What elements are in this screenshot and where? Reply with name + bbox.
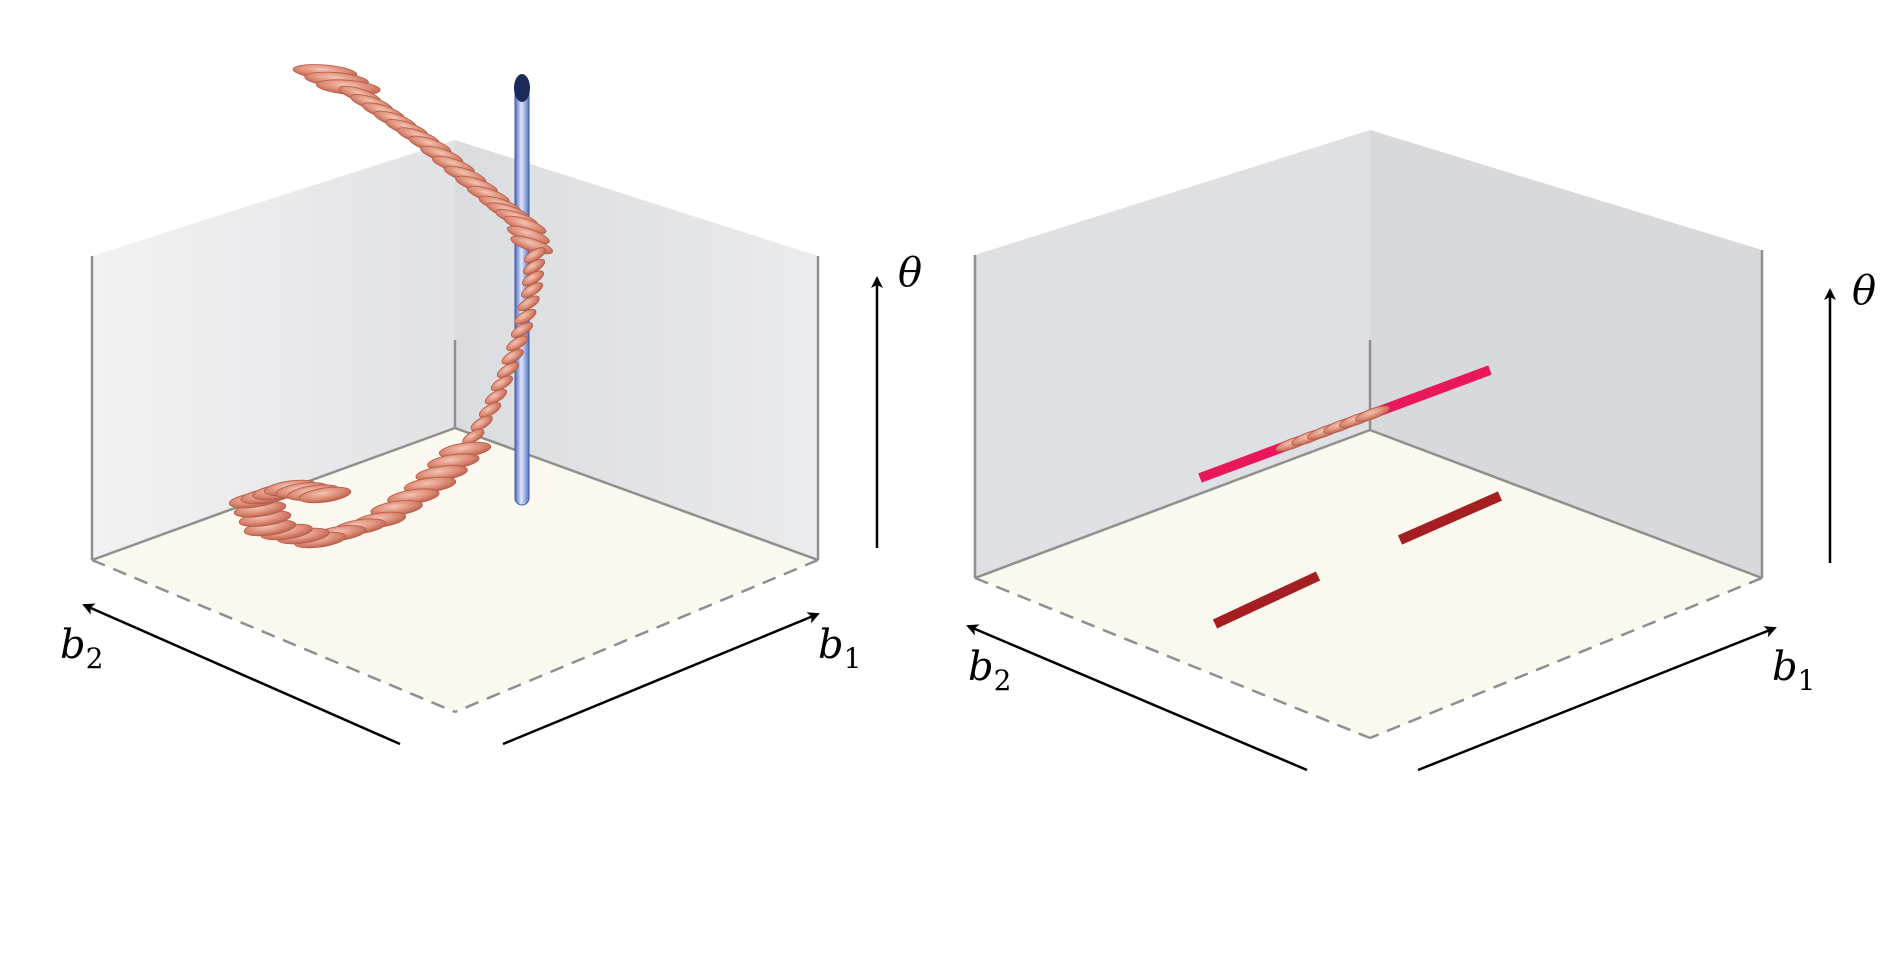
right-b2-label: b2 xyxy=(968,644,1011,697)
chain-ellipse xyxy=(298,486,352,504)
left-b1-label: b1 xyxy=(818,622,861,675)
right-dark-bar-2 xyxy=(1212,571,1321,629)
left-theta-label: θ xyxy=(898,250,922,296)
right-floor xyxy=(975,430,1762,738)
chain-ellipse xyxy=(470,415,493,432)
right-dark-bar-1 xyxy=(1397,491,1503,545)
chain-ellipse xyxy=(523,247,547,263)
left-b1-arrow xyxy=(502,612,820,746)
left-panel: b2 b1 θ xyxy=(60,64,922,746)
right-ellipse-chain xyxy=(1275,405,1390,452)
chain-ellipse xyxy=(510,322,534,338)
chain-ellipse xyxy=(501,348,524,365)
right-b2-arrow xyxy=(966,624,1308,772)
chain-ellipse xyxy=(496,362,520,378)
chain-ellipse xyxy=(506,335,529,352)
left-floor-dashed-edges xyxy=(91,558,819,714)
right-b1-arrow xyxy=(1417,626,1777,772)
right-b1-label: b1 xyxy=(1772,644,1815,697)
right-panel: b2 b1 θ xyxy=(966,130,1876,772)
left-back-wall-left xyxy=(92,140,455,560)
left-b2-label: b2 xyxy=(60,622,103,675)
chain-ellipse xyxy=(478,402,502,418)
left-b2-arrow xyxy=(82,603,401,746)
chain-ellipse xyxy=(490,375,514,392)
right-floor-dashed-edges xyxy=(974,576,1763,740)
left-ellipse-chain xyxy=(228,64,554,549)
chain-ellipse xyxy=(514,308,537,325)
chain-ellipse xyxy=(517,295,540,312)
chain-ellipse xyxy=(521,270,545,287)
bar-ellipse xyxy=(1355,405,1390,422)
chain-ellipse xyxy=(520,282,544,298)
right-theta-label: θ xyxy=(1852,268,1876,314)
chain-ellipse xyxy=(462,428,485,445)
chain-ellipse xyxy=(484,388,508,405)
chain-ellipse xyxy=(522,258,546,275)
